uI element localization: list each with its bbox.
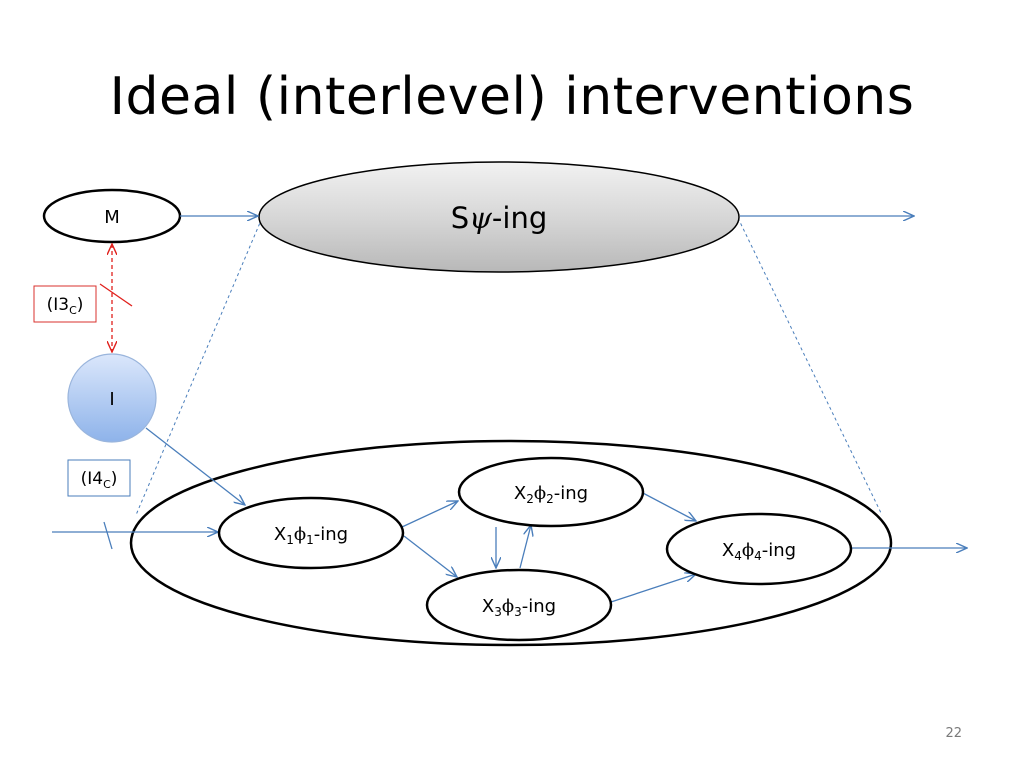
x3-phi3-ing-label: X3ϕ3-ing [482,596,556,619]
i4c-label: (I4C) [81,469,118,491]
x3-phi3-ing-node[interactable] [425,568,613,642]
s-psi-main: S [451,201,469,235]
i4c-label-box [67,459,131,497]
intervention-cut-mark [99,283,133,307]
i-node[interactable] [67,353,157,443]
arrow-x3-to-x2 [519,525,531,569]
arrow-i-to-x1 [145,427,245,505]
page-number: 22 [945,726,962,741]
s-psi-ing-label: Sψ-ing [451,201,547,235]
slide-title: Ideal (interlevel) interventions [109,67,915,127]
x1-phi1-ing-node[interactable] [217,496,405,570]
arrow-x1-to-x3 [403,535,457,577]
mechanism-ellipse[interactable] [129,439,893,647]
s-psi-ing-node[interactable] [258,161,740,273]
s-psi-suffix: -ing [492,201,547,235]
x2-phi2-ing-node[interactable] [457,456,645,528]
m-label: M [104,207,120,228]
arrow-x3-to-x4 [610,574,696,603]
i-label: I [109,389,114,410]
projection-line-right [737,217,883,516]
x4-phi4-ing-label: X4ϕ4-ing [722,540,796,563]
psi-symbol: ψ [469,201,492,235]
arrow-x2-to-x4 [640,491,696,521]
i3c-label: (I3C) [47,295,84,317]
x4-phi4-ing-node[interactable] [665,512,853,586]
x1-phi1-ing-label: X1ϕ1-ing [274,524,348,547]
i3c-label-box [33,285,97,323]
input-cut-mark [103,521,113,550]
arrow-x1-to-x2 [401,501,458,528]
x2-phi2-ing-label: X2ϕ2-ing [514,483,588,506]
